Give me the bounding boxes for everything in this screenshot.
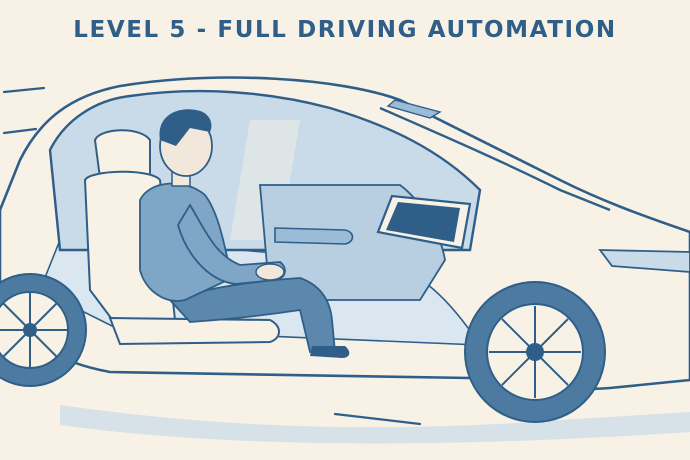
door-handle	[274, 227, 354, 245]
dashboard-screen-icon	[376, 194, 472, 250]
roof-vent	[386, 99, 442, 119]
rear-wheel-icon	[0, 273, 87, 387]
passenger-figure	[139, 109, 350, 358]
headlight	[598, 249, 690, 273]
a-pillar	[379, 106, 611, 212]
page-title: LEVEL 5 - FULL DRIVING AUTOMATION	[73, 17, 617, 43]
front-wheel-icon	[464, 281, 606, 423]
ground-shadow	[60, 405, 690, 444]
